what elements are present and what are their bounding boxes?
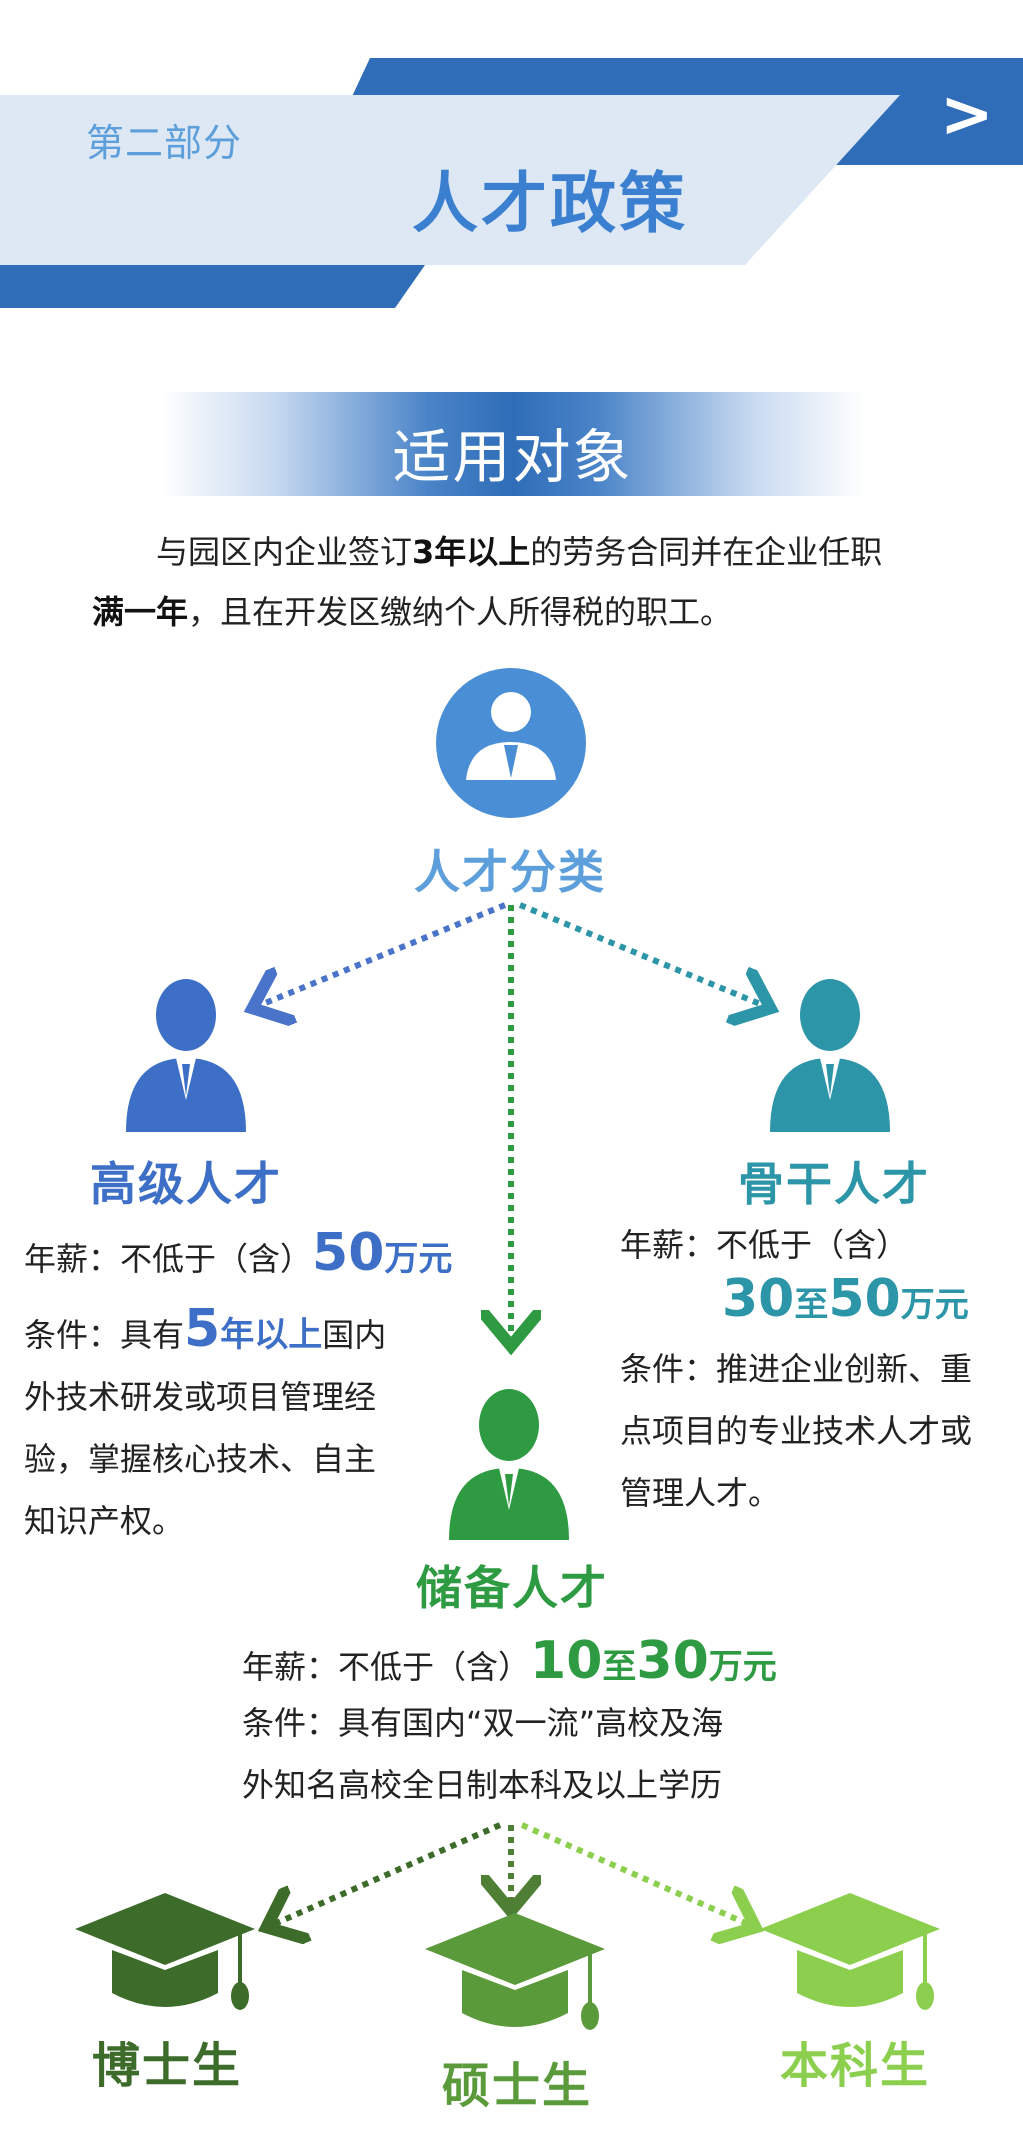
master-cap-icon [425, 1913, 605, 2030]
connector-backbone [518, 902, 765, 1006]
reserve-condition: 条件：具有国内“双一流”高校及海 外知名高校全日制本科及以上学历 [242, 1692, 842, 1816]
senior-salary-value: 50 [312, 1223, 385, 1283]
intro-text-3: ，且在开发区缴纳个人所得税的职工。 [188, 593, 733, 631]
backbone-salary-value-b: 50 [828, 1269, 901, 1329]
reserve-salary-value-b: 30 [636, 1631, 709, 1691]
reserve-person-icon [449, 1389, 569, 1540]
reserve-talent-title: 储备人才 [416, 1561, 608, 1615]
senior-salary-prefix: 年薪：不低于（含） [24, 1240, 313, 1278]
connector-phd [272, 1822, 502, 1925]
reserve-salary-unit: 万元 [708, 1647, 777, 1687]
senior-cond-prefix: 条件：具有 [24, 1316, 185, 1354]
backbone-talent-title: 骨干人才 [738, 1157, 930, 1211]
person-question-icon [436, 668, 586, 818]
bachelor-cap-icon [760, 1893, 940, 2010]
connector-senior [258, 902, 507, 1006]
reserve-salary-value-a: 10 [530, 1631, 603, 1691]
header-banner [0, 58, 1023, 308]
reserve-salary-to: 至 [602, 1647, 637, 1687]
senior-talent-title: 高级人才 [90, 1157, 282, 1211]
category-title: 人才分类 [414, 845, 606, 899]
backbone-cond-line3: 管理人才。 [620, 1474, 781, 1512]
reserve-cond-line1: 条件：具有国内“双一流”高校及海 [242, 1704, 724, 1742]
backbone-salary-value-a: 30 [722, 1269, 795, 1329]
connector-bachelor [520, 1822, 750, 1925]
degree-bachelor: 本科生 [780, 2038, 931, 2094]
senior-cond-line3: 验，掌握核心技术、自主 [24, 1440, 377, 1478]
section-title: 适用对象 [392, 423, 633, 491]
intro-highlight-2: 满一年 [92, 593, 189, 631]
backbone-cond-line1: 条件：推进企业创新、重 [620, 1350, 973, 1388]
senior-person-icon [126, 979, 246, 1132]
senior-salary: 年薪：不低于（含）50万元 [24, 1222, 452, 1290]
chevron-right-icon: > [940, 78, 994, 152]
phd-cap-icon [75, 1893, 255, 2010]
senior-cond-line2: 外技术研发或项目管理经 [24, 1378, 377, 1416]
part-title: 人才政策 [412, 165, 688, 242]
backbone-person-icon [770, 979, 890, 1132]
senior-cond-line4: 知识产权。 [24, 1502, 185, 1540]
senior-salary-unit: 万元 [384, 1239, 453, 1279]
intro-highlight-1: 3年以上 [412, 533, 531, 571]
backbone-cond-line2: 点项目的专业技术人才或 [620, 1412, 973, 1450]
part-label: 第二部分 [86, 121, 243, 165]
reserve-salary: 年薪：不低于（含）10至30万元 [242, 1630, 777, 1698]
backbone-salary-prefix: 年薪：不低于（含） [620, 1226, 909, 1264]
degree-phd: 博士生 [92, 2038, 243, 2094]
senior-condition: 条件：具有5年以上国内 外技术研发或项目管理经 验，掌握核心技术、自主 知识产权… [24, 1298, 424, 1552]
section-title-band [160, 392, 865, 496]
reserve-salary-prefix: 年薪：不低于（含） [242, 1648, 531, 1686]
backbone-salary-to: 至 [794, 1285, 829, 1325]
senior-cond-unit: 年以上 [220, 1315, 323, 1355]
intro-text-2: 的劳务合同并在企业任职 [530, 533, 883, 571]
degree-master: 硕士生 [442, 2058, 593, 2114]
reserve-cond-line2: 外知名高校全日制本科及以上学历 [242, 1766, 723, 1804]
intro-text-1: 与园区内企业签订 [156, 533, 413, 571]
backbone-condition: 条件：推进企业创新、重 点项目的专业技术人才或 管理人才。 [620, 1338, 1010, 1524]
backbone-salary: 30至50万元 [722, 1268, 969, 1336]
senior-cond-value: 5 [184, 1299, 221, 1359]
intro-paragraph: 与园区内企业签订3年以上的劳务合同并在企业任职 满一年，且在开发区缴纳个人所得税… [92, 522, 952, 642]
senior-cond-suffix: 国内 [322, 1316, 387, 1354]
backbone-salary-unit: 万元 [900, 1285, 969, 1325]
